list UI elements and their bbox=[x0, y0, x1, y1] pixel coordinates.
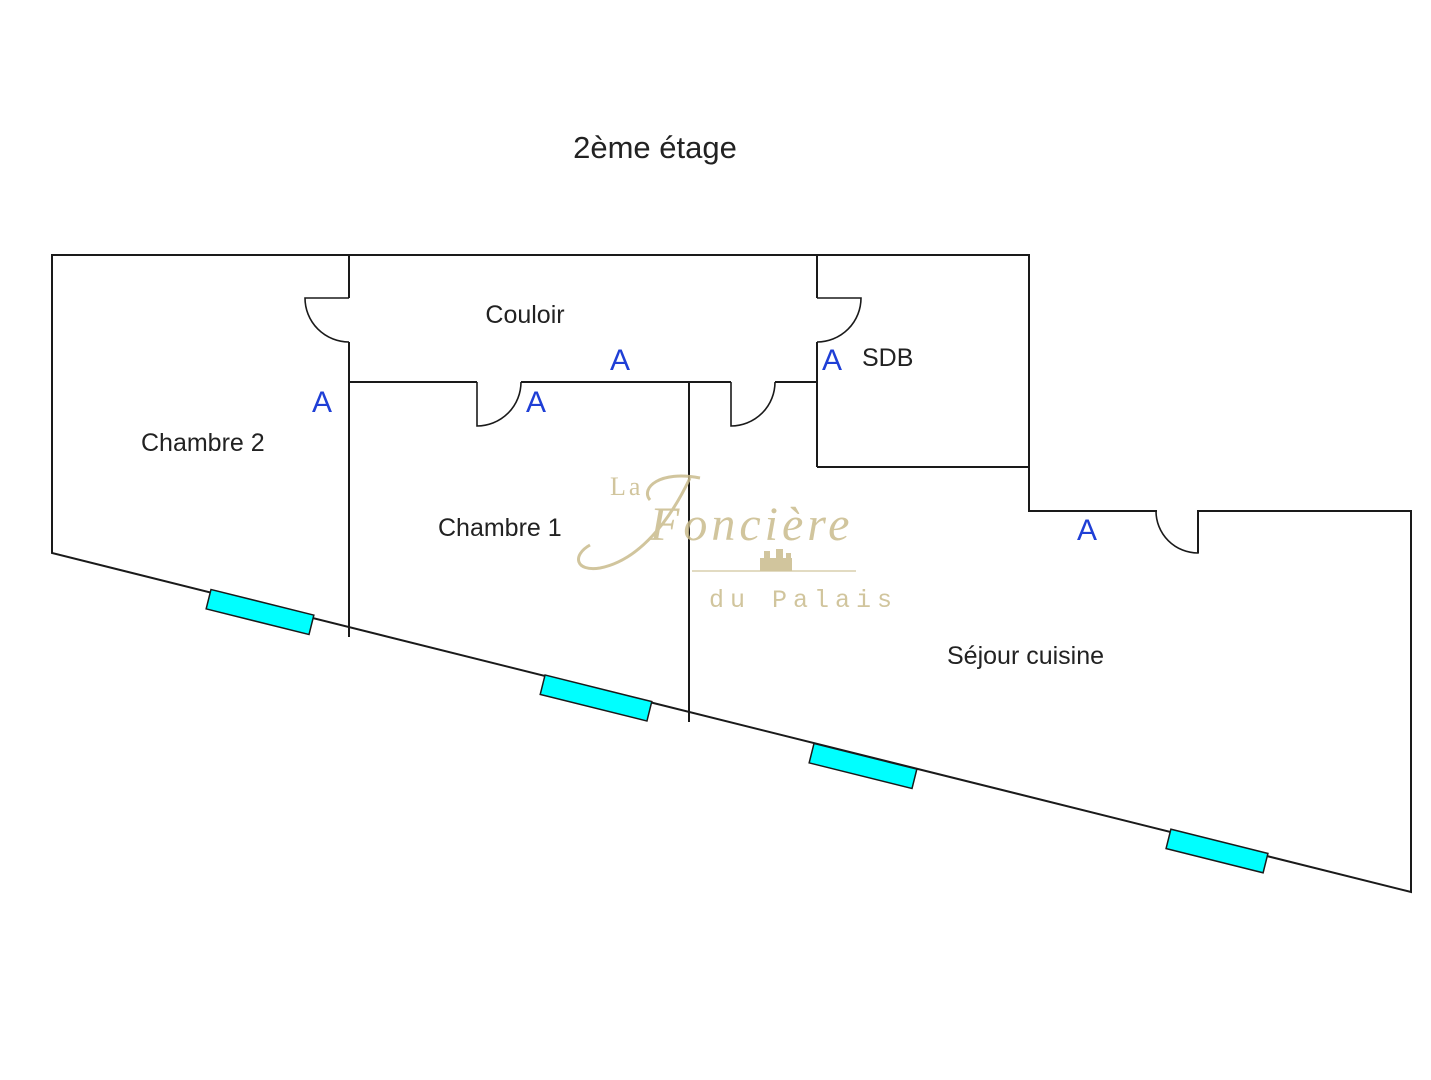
window bbox=[205, 588, 315, 636]
door-entrance bbox=[1155, 510, 1199, 554]
door-sdb bbox=[816, 297, 862, 343]
window bbox=[539, 674, 653, 722]
markers: A A A A A bbox=[312, 344, 1097, 547]
outer-wall bbox=[51, 254, 1412, 894]
floor-title: 2ème étage bbox=[573, 130, 737, 165]
room-label-sdb: SDB bbox=[862, 344, 913, 372]
logo-la: La bbox=[610, 472, 643, 501]
marker-a: A bbox=[312, 386, 332, 419]
door-chambre1 bbox=[476, 381, 522, 427]
door-chambre2 bbox=[304, 297, 350, 343]
marker-a: A bbox=[610, 344, 630, 377]
room-label-chambre-2: Chambre 2 bbox=[141, 429, 265, 457]
watermark-logo: La Foncière du Palais bbox=[577, 472, 898, 615]
window bbox=[1165, 828, 1269, 874]
window bbox=[808, 742, 918, 790]
door-gaps bbox=[1157, 508, 1197, 514]
room-label-couloir: Couloir bbox=[485, 301, 564, 329]
marker-a: A bbox=[822, 344, 842, 377]
logo-swash bbox=[577, 474, 701, 571]
logo-sub: du Palais bbox=[709, 586, 898, 615]
castle-icon bbox=[760, 549, 792, 571]
room-label-chambre-1: Chambre 1 bbox=[438, 514, 562, 542]
door-sejour bbox=[730, 381, 776, 427]
marker-a: A bbox=[526, 386, 546, 419]
marker-a: A bbox=[1077, 514, 1097, 547]
room-label-sejour-cuisine: Séjour cuisine bbox=[947, 642, 1104, 670]
logo-name: Foncière bbox=[649, 498, 853, 551]
windows bbox=[205, 588, 1269, 874]
